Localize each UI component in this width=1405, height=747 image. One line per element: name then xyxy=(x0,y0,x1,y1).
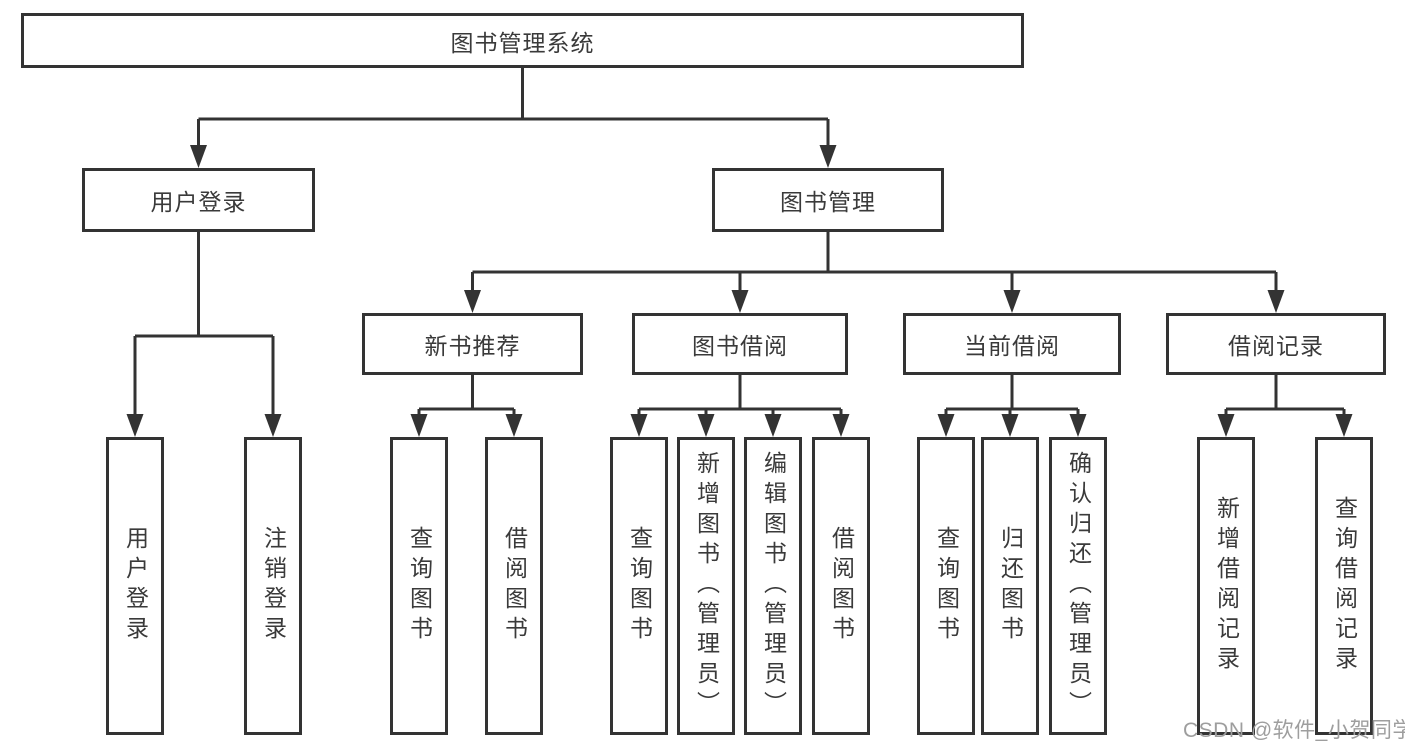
leaf-return-books: 归还图书 xyxy=(981,437,1039,735)
node-current-borrowing: 当前借阅 xyxy=(903,313,1121,375)
node-book-management-branch: 图书管理 xyxy=(712,168,944,232)
node-book-borrowing: 图书借阅 xyxy=(632,313,848,375)
leaf-query-books-recommend: 查询图书 xyxy=(390,437,448,735)
watermark: CSDN @软件_小贺同学 xyxy=(1183,719,1405,742)
node-borrowing-records: 借阅记录 xyxy=(1166,313,1386,375)
node-new-book-recommendation: 新书推荐 xyxy=(362,313,583,375)
node-root-system: 图书管理系统 xyxy=(21,13,1024,68)
leaf-add-books-admin: 新增图书（管理员） xyxy=(677,437,735,735)
leaf-confirm-return-admin: 确认归还（管理员） xyxy=(1049,437,1107,735)
leaf-edit-books-admin: 编辑图书（管理员） xyxy=(744,437,802,735)
leaf-user-login: 用户登录 xyxy=(106,437,164,735)
leaf-query-borrow-record: 查询借阅记录 xyxy=(1315,437,1373,735)
leaf-query-books-borrow: 查询图书 xyxy=(610,437,668,735)
leaf-borrow-books: 借阅图书 xyxy=(812,437,870,735)
leaf-query-books-current: 查询图书 xyxy=(917,437,975,735)
leaf-add-borrow-record: 新增借阅记录 xyxy=(1197,437,1255,735)
leaf-borrow-books-recommend: 借阅图书 xyxy=(485,437,543,735)
node-user-login-branch: 用户登录 xyxy=(82,168,315,232)
leaf-logout: 注销登录 xyxy=(244,437,302,735)
